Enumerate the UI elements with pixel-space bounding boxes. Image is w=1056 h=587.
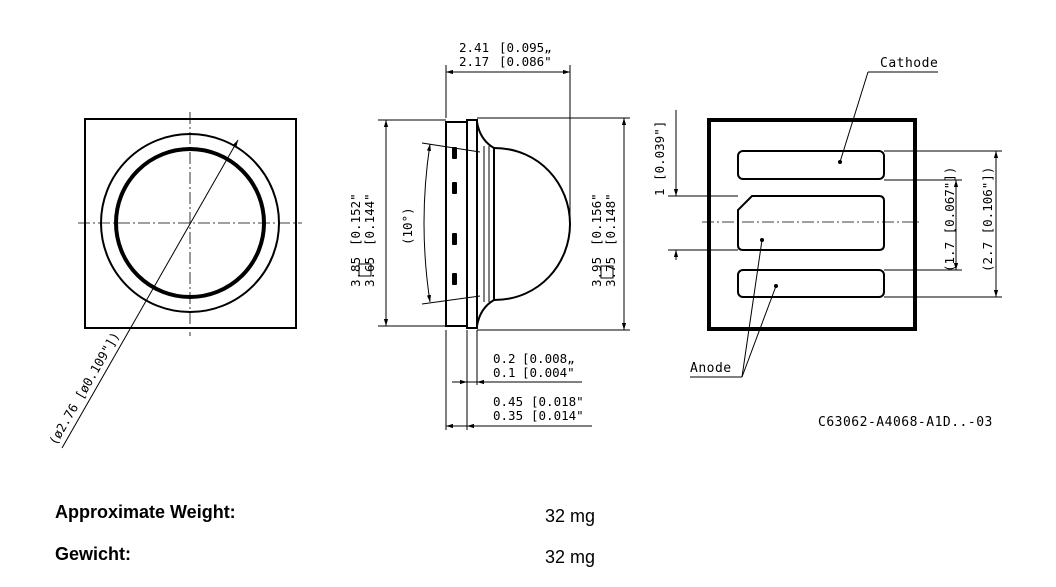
- svg-text:[0.144": [0.144": [362, 193, 377, 246]
- svg-text:2.17: 2.17: [459, 54, 489, 69]
- technical-drawing: (ø2.76 [ø0.109"]) 2.41 [0.095„ 2.17 [0.0…: [46, 40, 1002, 449]
- svg-text:[0.008„: [0.008„: [522, 351, 575, 366]
- svg-text:3.75: 3.75: [603, 257, 618, 287]
- gewicht-label: Gewicht:: [55, 544, 132, 564]
- svg-text:[0.152": [0.152": [348, 193, 363, 246]
- gewicht-value: 32 mg: [545, 547, 596, 567]
- svg-text:[0.004": [0.004": [522, 365, 575, 380]
- svg-text:[0.018": [0.018": [531, 394, 584, 409]
- side-view: 2.41 [0.095„ 2.17 [0.086" 3.85 [0.152" 3…: [348, 40, 630, 430]
- svg-text:3.65: 3.65: [362, 257, 377, 287]
- weight-value: 32 mg: [545, 506, 596, 526]
- part-number: C63062-A4068-A1D..-03: [818, 415, 993, 430]
- svg-text:[0.148": [0.148": [603, 193, 618, 246]
- pad-height-dim: (1.7 [0.067"]): [942, 167, 957, 272]
- svg-text:3.85: 3.85: [348, 257, 363, 287]
- svg-text:0.1: 0.1: [493, 365, 516, 380]
- top-view: (ø2.76 [ø0.109"]): [46, 112, 302, 449]
- svg-text:0.35: 0.35: [493, 408, 523, 423]
- cathode-label: Cathode: [880, 56, 938, 71]
- svg-text:[0.086": [0.086": [499, 54, 552, 69]
- svg-text:[0.014": [0.014": [531, 408, 584, 423]
- svg-text:2.41: 2.41: [459, 40, 489, 55]
- diameter-dim: (ø2.76 [ø0.109"]): [46, 329, 123, 447]
- svg-text:0.2: 0.2: [493, 351, 516, 366]
- svg-text:3.95: 3.95: [589, 257, 604, 287]
- svg-text:[0.156": [0.156": [589, 193, 604, 246]
- pad-gap-dim: 1 [0.039"]: [652, 121, 667, 196]
- anode-label: Anode: [690, 361, 732, 376]
- svg-text:0.45: 0.45: [493, 394, 523, 409]
- svg-text:[0.095„: [0.095„: [499, 40, 552, 55]
- bottom-view: 1 [0.039"] (1.7 [0.067"]) (2.7 [0.106"])…: [652, 56, 1002, 430]
- pad-total-dim: (2.7 [0.106"]): [980, 167, 995, 272]
- angle-dim: (10°): [400, 207, 415, 245]
- weight-label: Approximate Weight:: [55, 502, 236, 522]
